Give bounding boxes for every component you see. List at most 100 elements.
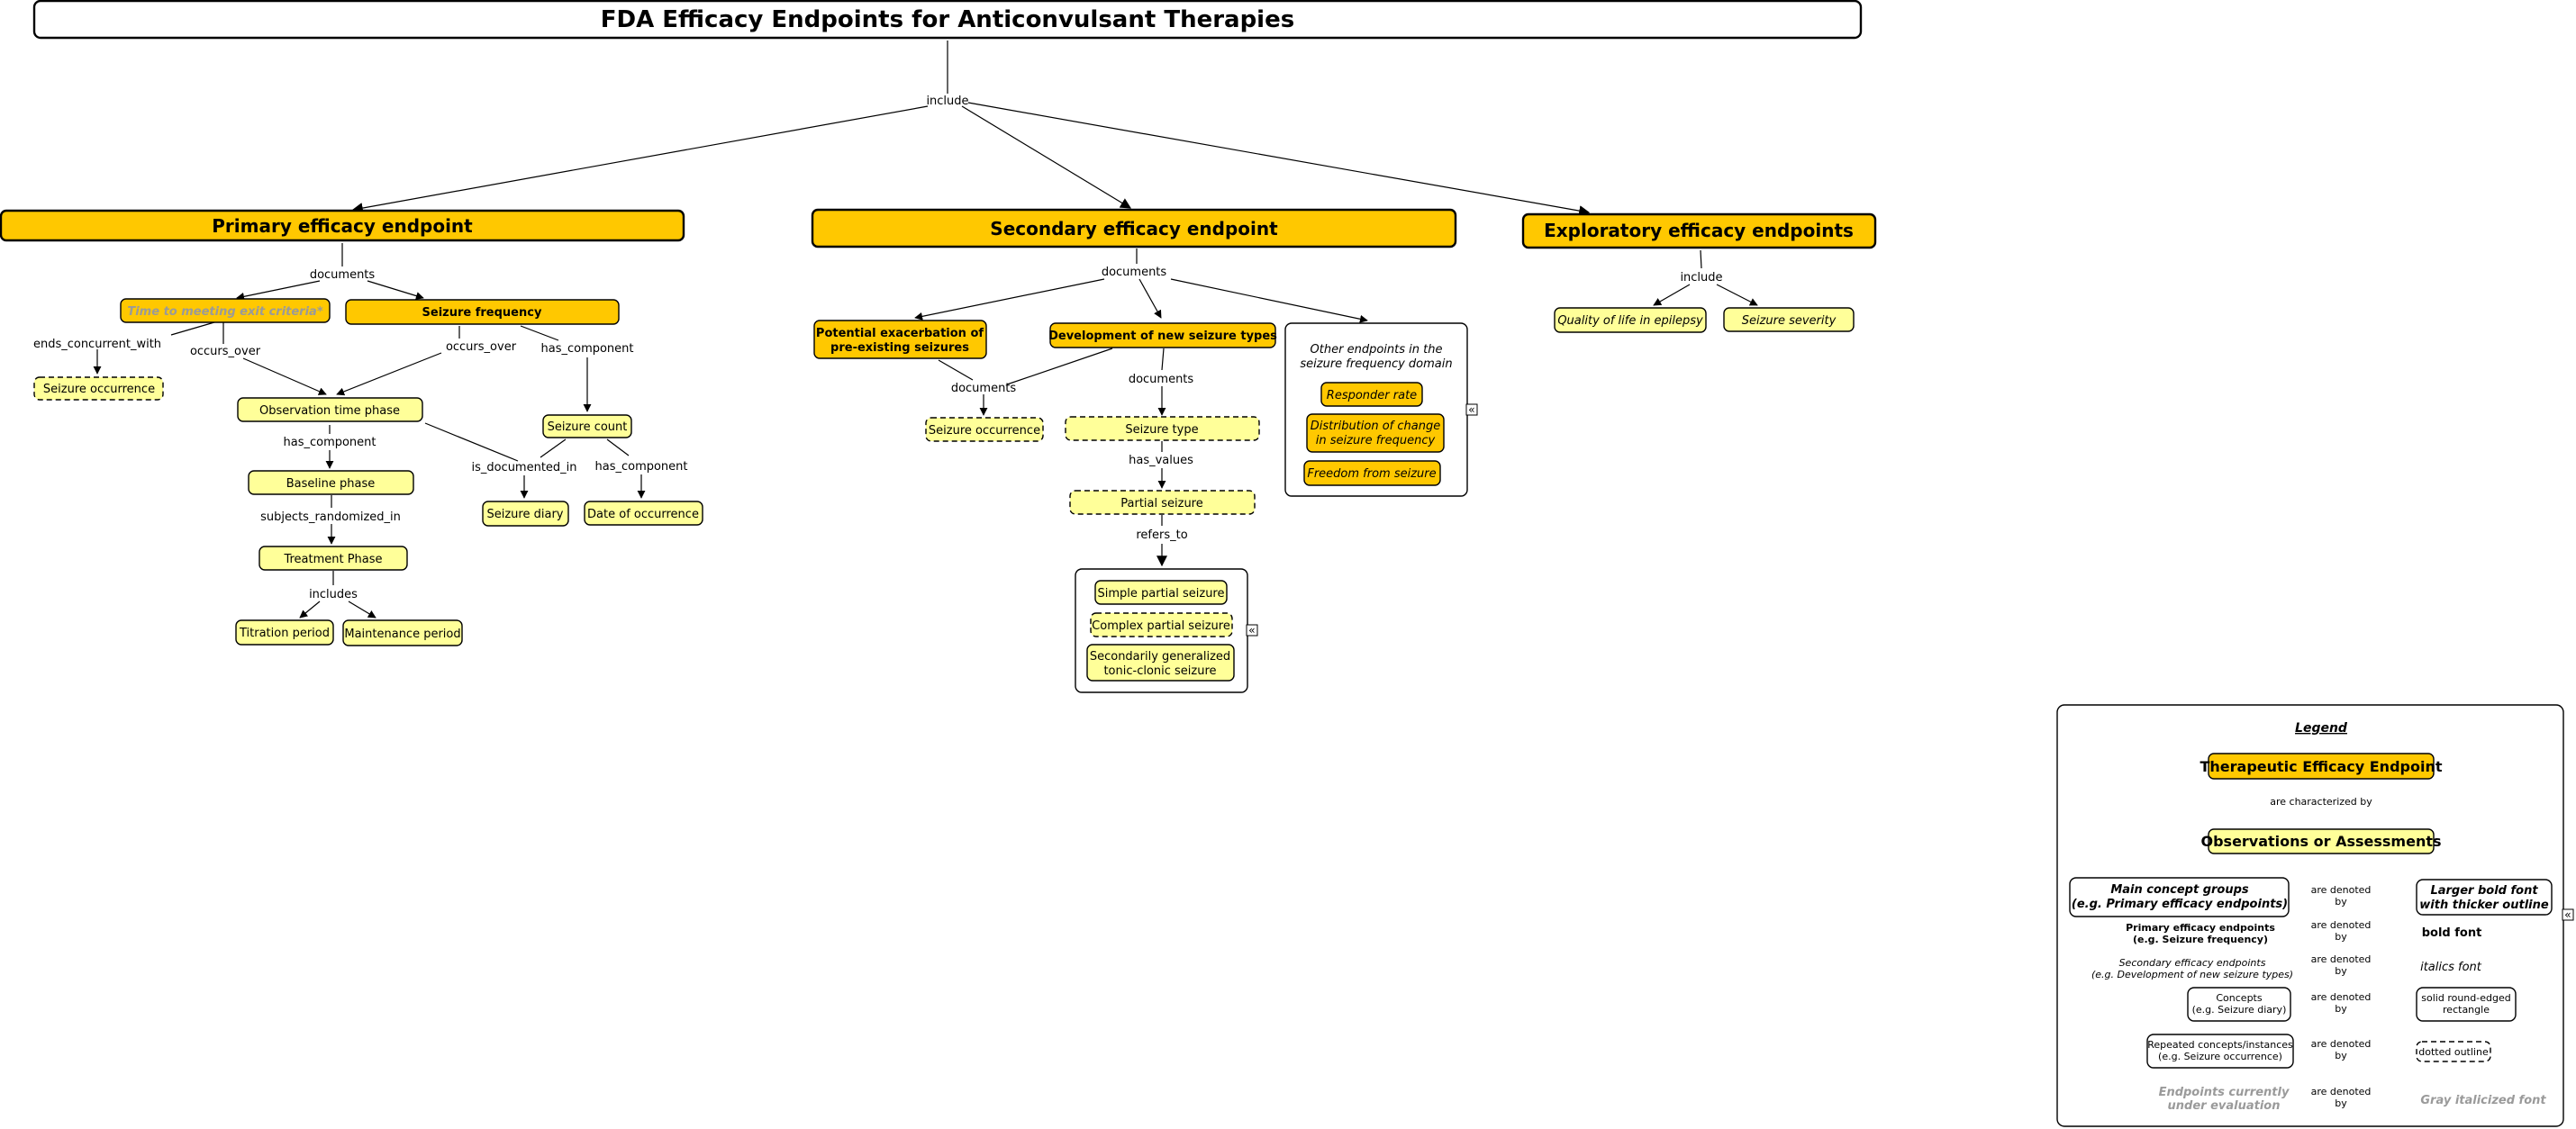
legend-label: solid round-edged <box>2421 992 2510 1004</box>
node-label: Seizure count <box>548 420 628 434</box>
edge-label-occurs-over: occurs_over <box>446 340 517 354</box>
edge-label-documents: documents <box>951 382 1017 395</box>
node-simple-partial-seizure[interactable]: Simple partial seizure <box>1094 580 1228 605</box>
node-label: pre-existing seizures <box>830 341 969 355</box>
node-label: Development of new seizure types <box>1048 330 1277 343</box>
node-responder-rate[interactable]: Responder rate <box>1320 382 1423 407</box>
node-partial-seizure[interactable]: Partial seizure <box>1069 490 1256 515</box>
legend-edge-label: by <box>2335 1003 2347 1015</box>
legend-label: Concepts <box>2216 992 2262 1004</box>
edge-label-refers-to: refers_to <box>1136 528 1187 542</box>
node-freedom-from-seizure[interactable]: Freedom from seizure <box>1303 460 1441 486</box>
group-secondary[interactable]: Secondary efficacy endpoint <box>811 208 1457 248</box>
node-label: Potential exacerbation of <box>816 327 984 340</box>
node-label: Titration period <box>239 627 330 640</box>
legend-edge-label: are denoted <box>2311 919 2372 931</box>
node-label: in seizure frequency <box>1316 434 1436 447</box>
legend-label: Therapeutic Efficacy Endpoint <box>2200 758 2442 775</box>
node-label: Simple partial seizure <box>1097 587 1224 601</box>
double-chevron-left-icon: « <box>1248 624 1255 637</box>
legend-label: Endpoints currently <box>2159 1086 2290 1099</box>
node-date-of-occurrence[interactable]: Date of occurrence <box>584 501 703 526</box>
node-maintenance-period[interactable]: Maintenance period <box>342 619 463 646</box>
node-label: Partial seizure <box>1120 497 1203 510</box>
node-complex-partial-seizure[interactable]: Complex partial seizure <box>1090 612 1233 637</box>
node-seizure-severity[interactable]: Seizure severity <box>1723 307 1855 332</box>
legend-title: Legend <box>2295 721 2348 736</box>
node-treatment-phase[interactable]: Treatment Phase <box>259 546 408 571</box>
group-exploratory[interactable]: Exploratory efficacy endpoints <box>1521 212 1877 249</box>
expand-legend-button[interactable]: « <box>2562 908 2574 921</box>
node-label: Responder rate <box>1327 389 1417 402</box>
node-label: Date of occurrence <box>587 508 699 521</box>
legend-edge-label: by <box>2335 1097 2347 1109</box>
node-seizure-type[interactable]: Seizure type <box>1065 416 1260 441</box>
node-titration-period[interactable]: Titration period <box>235 619 334 646</box>
node-baseline-phase[interactable]: Baseline phase <box>248 470 414 495</box>
edge-label-documents: documents <box>1129 373 1194 386</box>
node-label: Treatment Phase <box>283 553 382 566</box>
legend-label: Repeated concepts/instances <box>2147 1039 2293 1051</box>
legend-label: with thicker outline <box>2419 899 2549 912</box>
node-quality-of-life[interactable]: Quality of life in epilepsy <box>1554 307 1707 333</box>
edge-label-documents: documents <box>1102 266 1167 279</box>
edge-label-has-component: has_component <box>594 460 687 474</box>
legend-label: Gray italicized font <box>2420 1094 2546 1107</box>
legend-edge-label: are characterized by <box>2270 796 2372 808</box>
node-seizure-occurrence[interactable]: Seizure occurrence <box>925 417 1044 442</box>
node-time-to-exit[interactable]: Time to meeting exit criteria* <box>120 298 331 323</box>
node-label: Secondarily generalized <box>1090 650 1230 664</box>
legend-label: rectangle <box>2443 1004 2490 1016</box>
edge-labels: include documents ends_concurrent_with o… <box>33 95 1723 601</box>
legend-label: Secondary efficacy endpoints <box>2119 957 2266 969</box>
legend-edge-label: are denoted <box>2311 1086 2372 1097</box>
other-endpoints-box: Other endpoints in the seizure frequency… <box>1284 322 1468 497</box>
expand-other-endpoints-button[interactable]: « <box>1465 403 1478 416</box>
node-seizure-frequency[interactable]: Seizure frequency <box>345 299 620 325</box>
legend-edge-label: are denoted <box>2311 884 2372 896</box>
page-title: FDA Efficacy Endpoints for Anticonvulsan… <box>601 6 1294 33</box>
edge-label-include: include <box>926 95 968 108</box>
node-seizure-count[interactable]: Seizure count <box>542 414 632 438</box>
group-primary[interactable]: Primary efficacy endpoint <box>0 209 685 242</box>
node-label: Complex partial seizure <box>1092 619 1230 633</box>
legend-therapeutic-endpoint: Therapeutic Efficacy Endpoint <box>2200 753 2443 780</box>
node-label: Distribution of change <box>1311 420 1440 433</box>
edge-label-has-component: has_component <box>283 436 376 449</box>
legend-label: Main concept groups <box>2110 883 2249 897</box>
legend-label: Primary efficacy endpoints <box>2126 922 2275 934</box>
legend-edge-label: by <box>2335 965 2347 977</box>
edge-label-include: include <box>1680 271 1722 285</box>
edges <box>93 41 2416 1104</box>
legend-edge-label: by <box>2335 931 2347 943</box>
other-endpoints-caption: seizure frequency domain <box>1300 357 1452 371</box>
node-label: Maintenance period <box>344 628 460 641</box>
legend-edge-label: by <box>2335 1050 2347 1061</box>
legend-label: (e.g. Seizure frequency) <box>2133 934 2268 945</box>
legend-edge-label: are denoted <box>2311 1038 2372 1050</box>
legend-label: Observations or Assessments <box>2200 833 2441 850</box>
node-seizure-occurrence[interactable]: Seizure occurrence <box>33 376 164 401</box>
edge-label-documents: documents <box>310 268 376 282</box>
partial-seizure-types-box: Simple partial seizure Complex partial s… <box>1075 568 1248 693</box>
legend-box: Legend Therapeutic Efficacy Endpoint are… <box>2056 704 2564 1127</box>
group-secondary-label: Secondary efficacy endpoint <box>990 218 1278 239</box>
node-secondarily-generalized[interactable]: Secondarily generalized tonic-clonic sei… <box>1086 644 1235 682</box>
node-seizure-diary[interactable]: Seizure diary <box>482 501 569 527</box>
legend-label: (e.g. Development of new seizure types) <box>2091 969 2293 980</box>
node-label: Baseline phase <box>286 477 375 491</box>
legend-label: under evaluation <box>2168 1099 2281 1113</box>
legend-label: (e.g. Seizure diary) <box>2192 1004 2287 1016</box>
edge-label-has-component: has_component <box>540 342 633 356</box>
expand-partial-seizure-button[interactable]: « <box>1246 624 1258 637</box>
legend-observations: Observations or Assessments <box>2200 828 2442 854</box>
node-label: Seizure type <box>1125 423 1198 437</box>
node-distribution-of-change[interactable]: Distribution of change in seizure freque… <box>1306 413 1445 453</box>
edge-label-has-values: has_values <box>1129 454 1193 467</box>
node-potential-exacerbation[interactable]: Potential exacerbation of pre-existing s… <box>813 320 987 359</box>
node-development-new-seizure-types[interactable]: Development of new seizure types <box>1048 322 1277 348</box>
node-label: Quality of life in epilepsy <box>1557 314 1703 328</box>
node-observation-time-phase[interactable]: Observation time phase <box>237 397 423 422</box>
